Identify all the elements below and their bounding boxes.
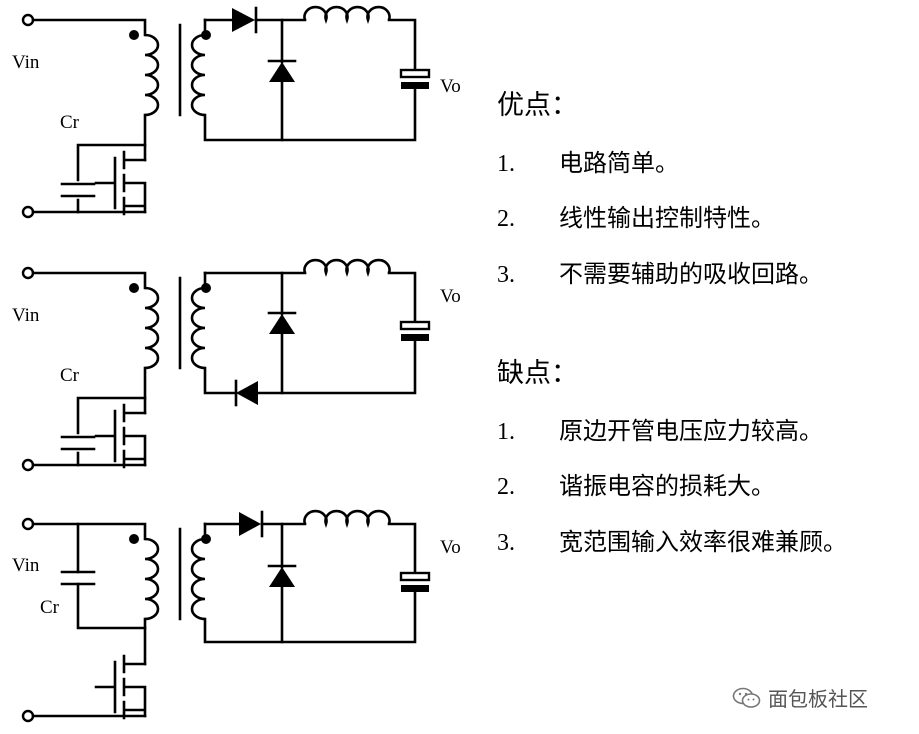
cons-heading: 缺点： xyxy=(497,358,578,389)
vin-label: Vin xyxy=(12,555,40,576)
series-diode xyxy=(232,6,258,34)
item-text: 宽范围输入效率很难兼顾。 xyxy=(559,528,847,556)
primary-circuit xyxy=(31,522,160,720)
cons-item: 1. 原边开管电压应力较高。 xyxy=(497,419,823,444)
vo-label: Vo xyxy=(440,76,461,97)
item-number: 1. xyxy=(497,151,515,177)
primary-circuit xyxy=(31,271,160,469)
cons-item: 2. 谐振电容的损耗大。 xyxy=(497,474,775,499)
vin-terminal-top xyxy=(21,13,35,27)
freewheel-diode xyxy=(267,522,297,644)
vin-terminal-top xyxy=(21,266,35,280)
cr-capacitor xyxy=(60,435,96,451)
secondary-circuit xyxy=(190,5,431,142)
pros-item: 1. 电路简单。 xyxy=(497,151,679,176)
circuit-3: Vin Cr Vo xyxy=(12,509,461,723)
dot-marker xyxy=(129,534,139,544)
wechat-icon xyxy=(732,687,761,708)
cr-label: Cr xyxy=(60,112,80,133)
cr-capacitor xyxy=(60,182,96,198)
item-text: 谐振电容的损耗大。 xyxy=(559,472,775,500)
output-capacitor xyxy=(399,320,431,341)
output-inductor xyxy=(303,258,391,278)
item-number: 3. xyxy=(497,530,515,556)
pros-item: 3. 不需要辅助的吸收回路。 xyxy=(497,262,823,287)
item-number: 1. xyxy=(497,419,515,445)
output-inductor xyxy=(303,5,391,25)
mosfet xyxy=(94,654,147,720)
output-inductor xyxy=(303,509,391,529)
vin-terminal-top xyxy=(21,517,35,531)
freewheel-diode xyxy=(267,18,297,142)
cr-label: Cr xyxy=(40,597,60,618)
cr-label: Cr xyxy=(60,365,80,386)
vin-terminal-bottom xyxy=(21,458,35,472)
vin-terminal-bottom xyxy=(21,205,35,219)
item-text: 不需要辅助的吸收回路。 xyxy=(559,260,823,288)
circuit-1: Vin Cr Vo xyxy=(12,5,461,219)
return-diode xyxy=(234,379,258,407)
output-capacitor xyxy=(399,68,431,89)
output-capacitor xyxy=(399,571,431,592)
vin-terminal-bottom xyxy=(21,709,35,723)
vin-label: Vin xyxy=(12,52,40,73)
cr-capacitor xyxy=(60,570,96,586)
item-number: 2. xyxy=(497,206,515,232)
pros-heading: 优点： xyxy=(497,90,578,121)
vo-label: Vo xyxy=(440,286,461,307)
item-number: 3. xyxy=(497,262,515,288)
vo-label: Vo xyxy=(440,537,461,558)
item-text: 线性输出控制特性。 xyxy=(559,204,775,232)
watermark-text: 面包板社区 xyxy=(768,687,868,711)
dot-marker xyxy=(129,283,139,293)
cons-item: 3. 宽范围输入效率很难兼顾。 xyxy=(497,530,847,555)
secondary-circuit xyxy=(190,509,431,644)
item-text: 原边开管电压应力较高。 xyxy=(559,417,823,445)
secondary-circuit xyxy=(190,258,431,407)
mosfet xyxy=(94,403,147,469)
pros-item: 2. 线性输出控制特性。 xyxy=(497,206,775,231)
freewheel-diode xyxy=(267,271,297,395)
watermark: 面包板社区 xyxy=(732,683,868,712)
series-diode xyxy=(239,510,264,538)
item-text: 电路简单。 xyxy=(559,149,679,177)
vin-label: Vin xyxy=(12,305,40,326)
primary-circuit xyxy=(31,18,160,216)
item-number: 2. xyxy=(497,474,515,500)
mosfet xyxy=(94,150,147,216)
circuit-2: Vin Cr Vo xyxy=(12,258,461,472)
dot-marker xyxy=(129,30,139,40)
